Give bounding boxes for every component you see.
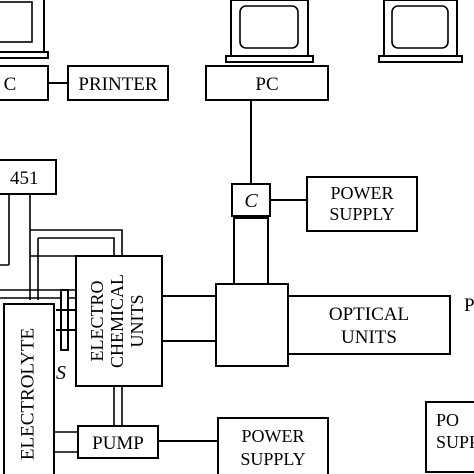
power-supply-box-3: PO SUPP	[425, 401, 474, 473]
electrochemical-line2: CHEMICAL	[107, 274, 127, 368]
optical-units-box: OPTICAL UNITS	[287, 295, 451, 355]
pump-box: PUMP	[77, 425, 159, 459]
camera-label: C	[244, 190, 258, 212]
camera-lens	[233, 217, 269, 285]
power-supply-3-line2: SUPP	[436, 432, 474, 452]
electrochemical-units-box: ELECTRO CHEMICAL UNITS	[75, 255, 163, 387]
pump-label: PUMP	[92, 433, 144, 454]
monitor-left	[0, 0, 49, 59]
electrolyte-label: ELECTROLYTE	[17, 328, 38, 460]
device-451-label: 451	[10, 168, 39, 189]
camera-box: C	[231, 183, 271, 217]
pc-box-right: PC	[205, 65, 329, 101]
optical-cell	[215, 283, 289, 367]
power-supply-2-line2: SUPPLY	[240, 449, 305, 469]
pc-left-label: C	[4, 74, 17, 95]
monitor-center	[225, 0, 314, 63]
electrochemical-line3: UNITS	[127, 295, 147, 348]
sample-holder: S	[56, 289, 76, 384]
pc-right-label: PC	[255, 74, 278, 95]
sample-label: S	[56, 362, 66, 384]
power-supply-2-line1: POWER	[242, 426, 305, 446]
power-supply-3-line1: PO	[436, 410, 459, 430]
pc-box-left: C	[0, 65, 49, 101]
monitor-right	[378, 0, 463, 63]
power-supply-1-line1: POWER	[331, 183, 394, 203]
right-edge-label: P	[464, 295, 474, 316]
electrolyte-tank: ELECTROLYTE	[3, 303, 55, 474]
device-451-box: 451	[0, 159, 57, 195]
pump-tubes	[54, 386, 123, 453]
electrochemical-line1: ELECTRO	[87, 281, 107, 362]
printer-label: PRINTER	[78, 74, 158, 95]
power-supply-box-2: POWER SUPPLY	[217, 417, 329, 474]
optical-units-line2: UNITS	[341, 327, 397, 348]
printer-box: PRINTER	[67, 65, 169, 101]
power-supply-1-line2: SUPPLY	[329, 204, 394, 224]
optical-units-line1: OPTICAL	[329, 304, 409, 325]
power-supply-box-1: POWER SUPPLY	[306, 176, 418, 232]
